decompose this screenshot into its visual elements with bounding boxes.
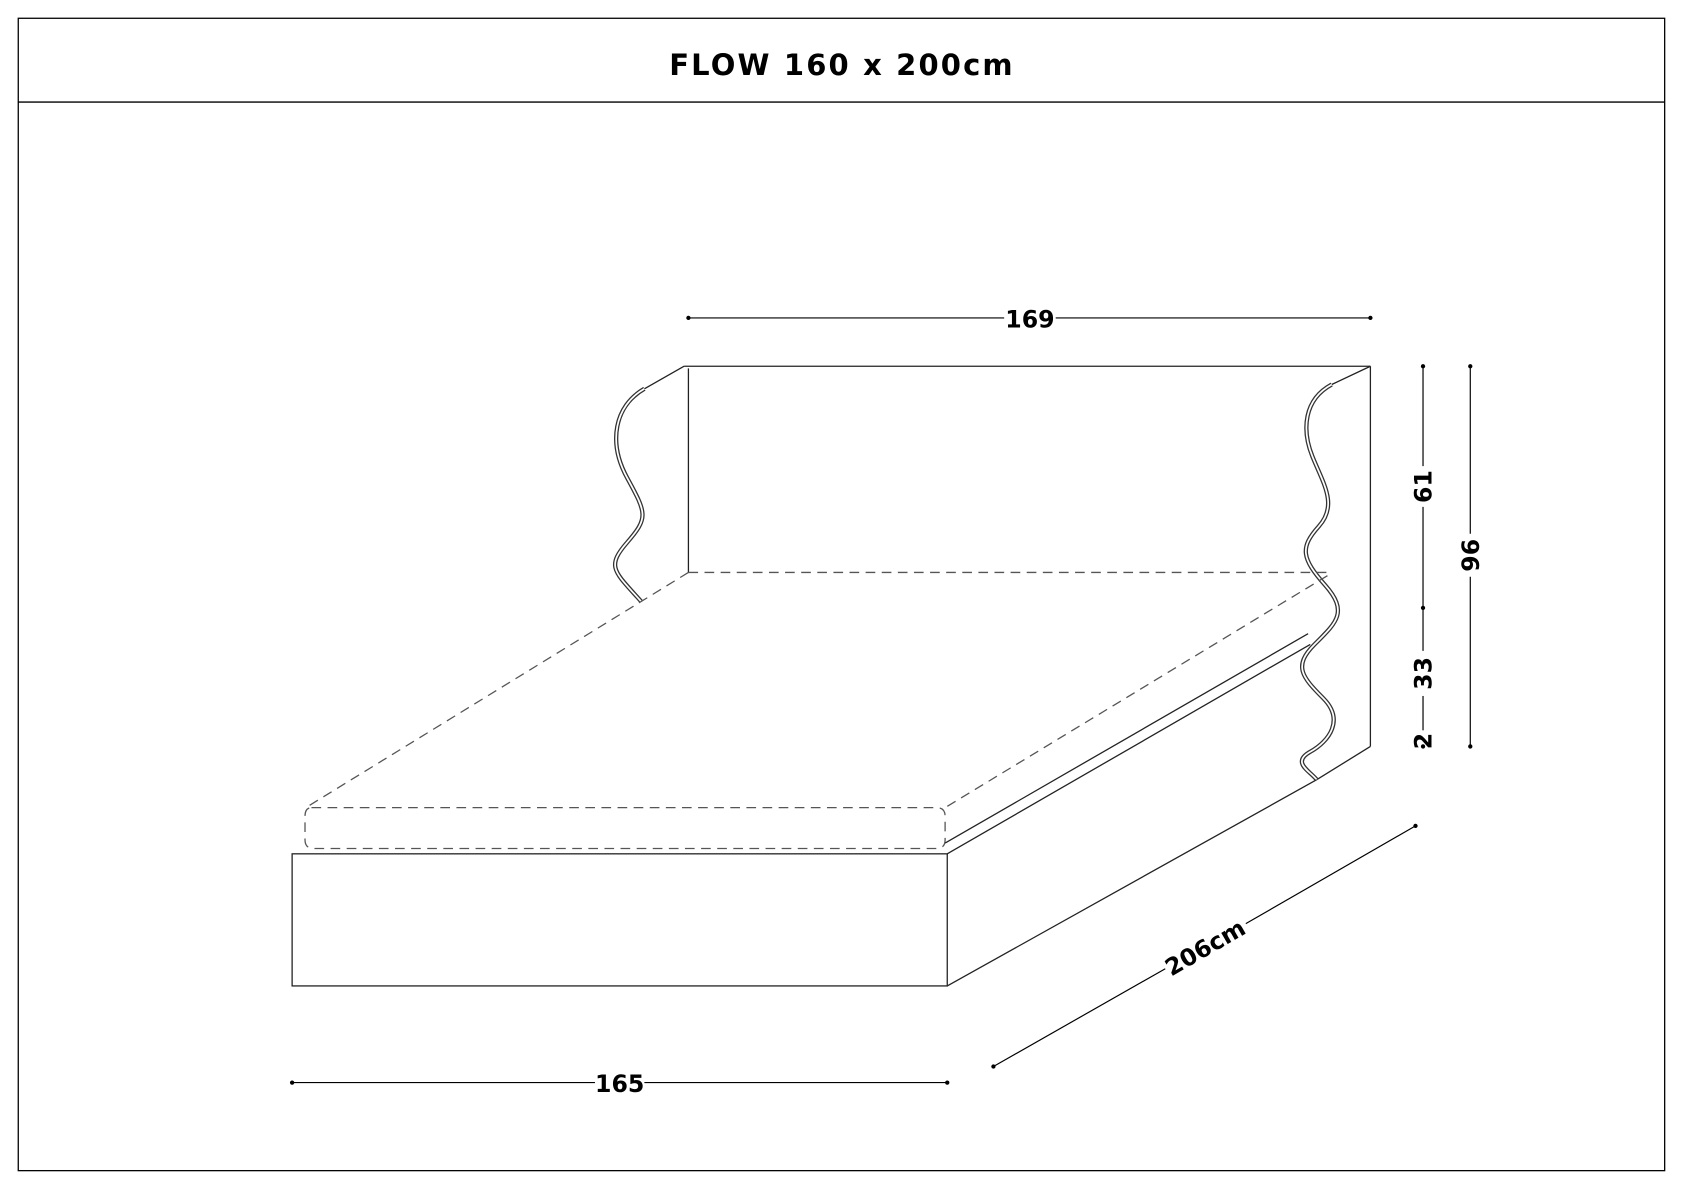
label-96: 96 — [1457, 539, 1485, 572]
headboard — [612, 365, 1372, 782]
label-33: 33 — [1410, 657, 1438, 690]
mattress — [304, 571, 1332, 850]
label-206cm: 206cm — [1160, 914, 1250, 982]
dimension-length: 206cm — [991, 823, 1418, 1069]
label-61: 61 — [1410, 470, 1438, 503]
label-169: 169 — [1005, 306, 1054, 334]
label-2: 2 — [1410, 733, 1438, 749]
bed-base — [291, 643, 1318, 987]
dimension-base-width: 165 — [289, 1070, 950, 1098]
drawing-title: FLOW 160 x 200cm — [669, 48, 1015, 82]
frame-border — [17, 17, 1666, 1172]
dimension-headboard-width: 169 — [686, 306, 1373, 334]
label-165: 165 — [595, 1070, 644, 1098]
right-wave-edge — [1299, 382, 1341, 782]
dimension-heights: 61 33 2 96 — [1410, 364, 1485, 749]
